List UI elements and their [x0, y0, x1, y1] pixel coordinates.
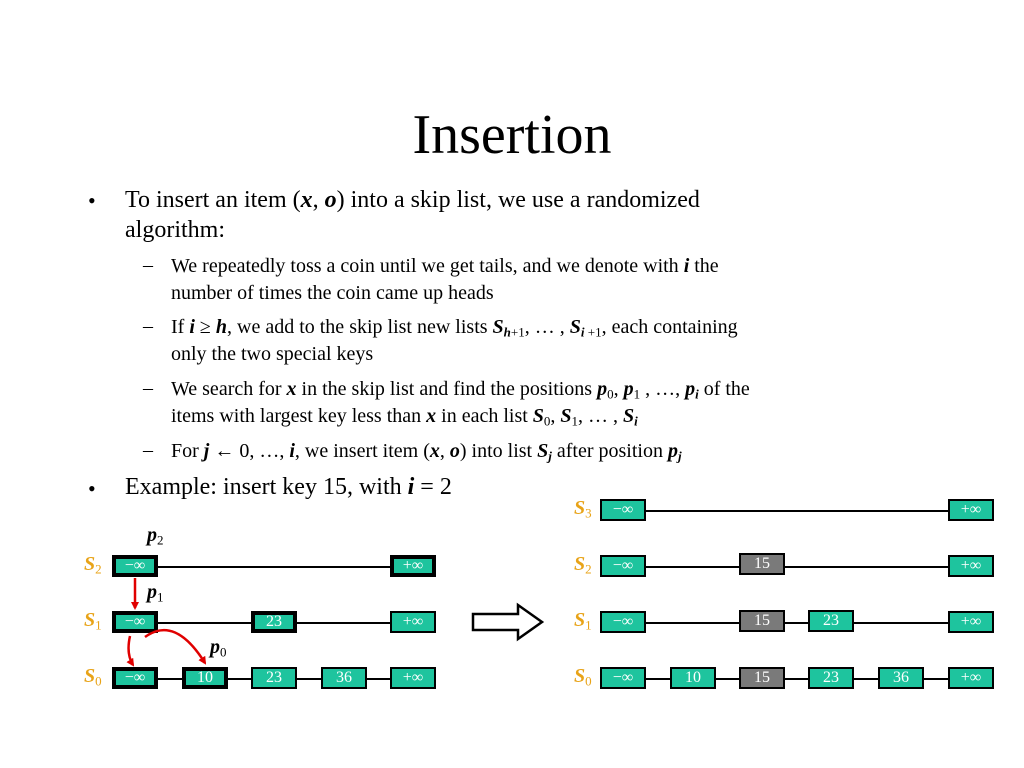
slide-title: Insertion — [412, 104, 612, 166]
node-36: 36 — [321, 667, 367, 689]
sub-bullet-3-text: We search for x in the skip list and fin… — [171, 378, 750, 429]
bullet-1-text: To insert an item (x, o) into a skip lis… — [125, 187, 700, 243]
node-pos-inf: +∞ — [948, 499, 994, 521]
search-path-arrows — [126, 578, 207, 667]
sub-bullet-1-text: We repeatedly toss a coin until we get t… — [171, 255, 719, 304]
bullet-icon: • — [88, 188, 96, 213]
node-pos-inf: +∞ — [948, 611, 994, 633]
node-15-new: 15 — [739, 553, 785, 575]
node-pos-inf: +∞ — [948, 555, 994, 577]
list-label-s3: S3 — [574, 497, 592, 521]
node-23: 23 — [251, 667, 297, 689]
pointer-label-p1: p1 — [147, 581, 164, 605]
bullet-icon: • — [88, 476, 96, 501]
pointer-label-p0: p0 — [210, 636, 227, 660]
node-neg-inf: −∞ — [600, 555, 646, 577]
sub-bullet-2-text: If i ≥ h, we add to the skip list new li… — [171, 316, 738, 365]
node-36: 36 — [878, 667, 924, 689]
node-23: 23 — [251, 611, 297, 633]
node-23: 23 — [808, 667, 854, 689]
node-15-new: 15 — [739, 610, 785, 632]
bullet-2-text: Example: insert key 15, with i = 2 — [125, 474, 452, 500]
dash-icon: – — [143, 377, 153, 399]
node-pos-inf: +∞ — [390, 611, 436, 633]
list-line-s2 — [158, 566, 392, 568]
node-neg-inf: −∞ — [112, 667, 158, 689]
node-neg-inf: −∞ — [600, 611, 646, 633]
node-10: 10 — [670, 667, 716, 689]
node-10: 10 — [182, 667, 228, 689]
node-neg-inf: −∞ — [600, 499, 646, 521]
node-pos-inf: +∞ — [390, 555, 436, 577]
sub-bullet-4-text: For j ← 0, …, i, we insert item (x, o) i… — [171, 440, 682, 464]
node-neg-inf: −∞ — [112, 555, 158, 577]
node-pos-inf: +∞ — [390, 667, 436, 689]
node-23: 23 — [808, 610, 854, 632]
list-label-s0: S0 — [574, 665, 592, 689]
node-neg-inf: −∞ — [600, 667, 646, 689]
list-label-s2: S2 — [574, 553, 592, 577]
list-line-s1 — [640, 622, 950, 624]
pointer-label-p2: p2 — [147, 524, 164, 548]
node-pos-inf: +∞ — [948, 667, 994, 689]
node-15-new: 15 — [739, 667, 785, 689]
list-line-s2 — [640, 566, 950, 568]
list-line-s3 — [640, 510, 950, 512]
dash-icon: – — [143, 254, 153, 276]
dash-icon: – — [143, 315, 153, 337]
list-label-s1: S1 — [574, 609, 592, 633]
list-line-s0 — [640, 678, 950, 680]
dash-icon: – — [143, 439, 153, 461]
node-neg-inf: −∞ — [112, 611, 158, 633]
transform-arrow-icon — [471, 602, 545, 642]
list-label-s0: S0 — [84, 665, 102, 689]
list-label-s2: S2 — [84, 553, 102, 577]
list-label-s1: S1 — [84, 609, 102, 633]
